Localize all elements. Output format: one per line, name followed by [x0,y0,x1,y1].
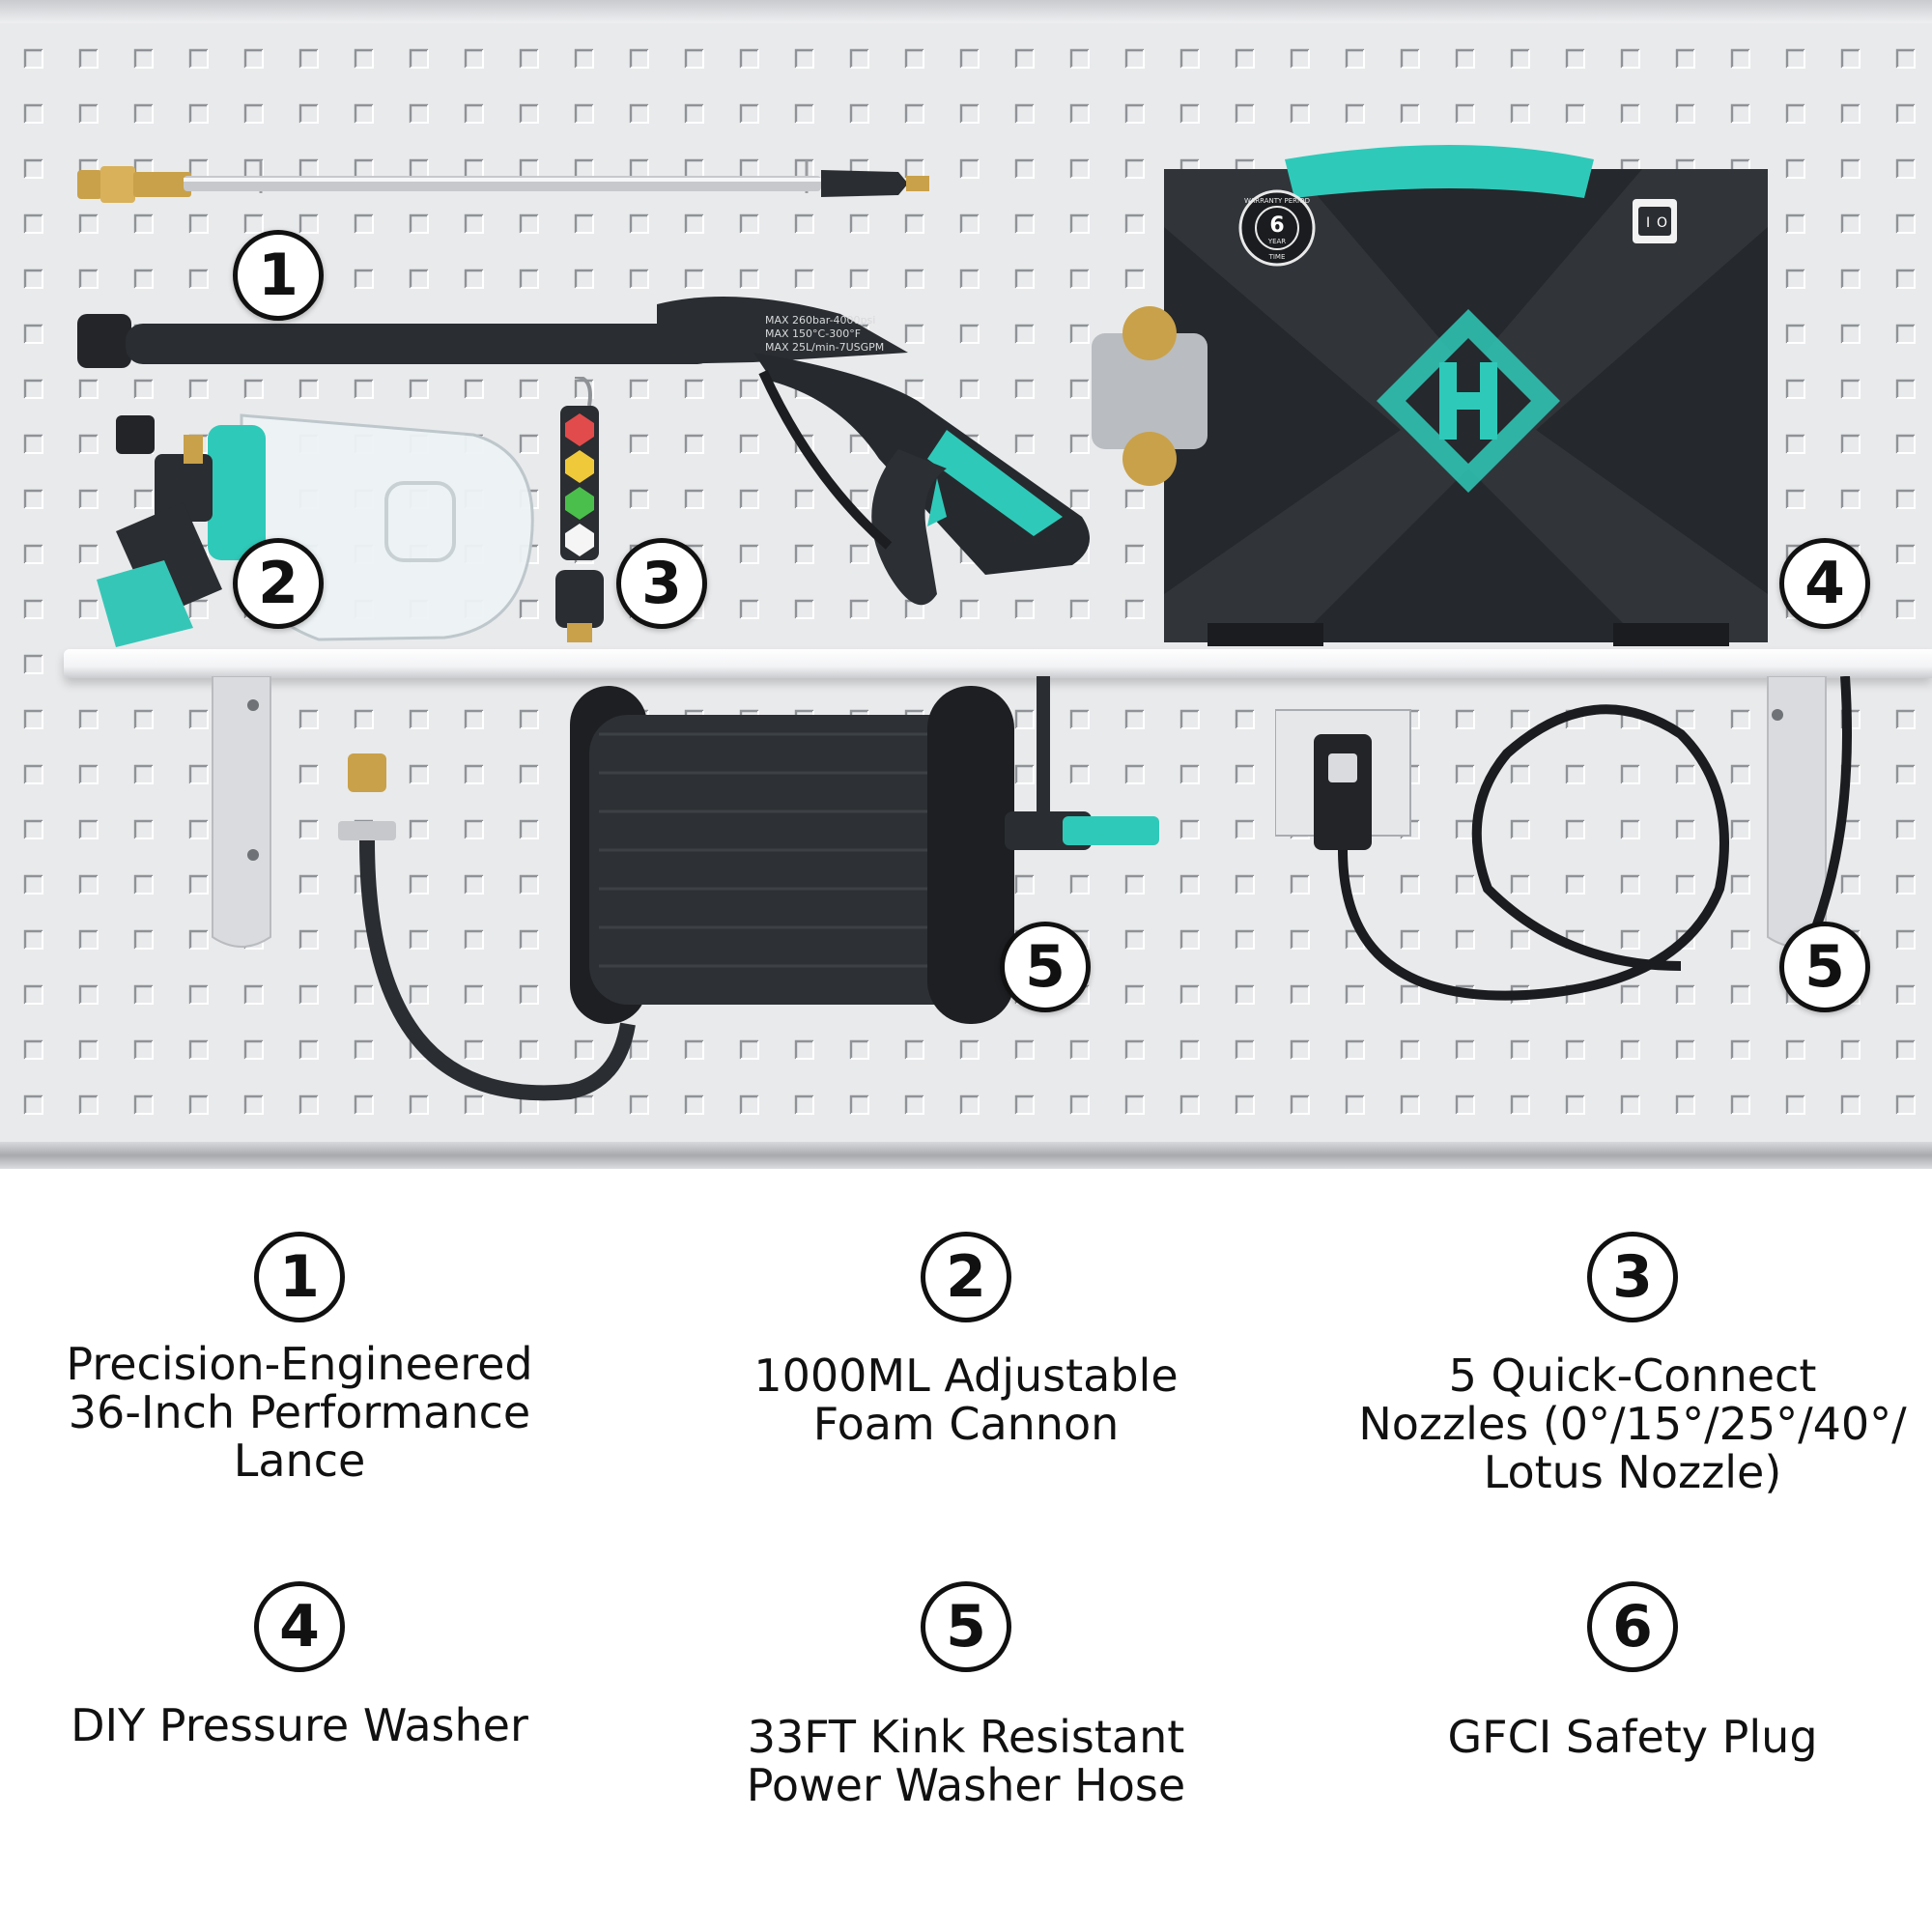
legend-text: DIY Pressure Washer [71,1699,528,1751]
product-photo: MAX 260bar-4000psi MAX 150°C-300°F MAX 2… [0,0,1932,1169]
power-switch: I O [1633,199,1677,243]
shelf [64,649,1932,678]
gun-spec-line: MAX 25L/min-7USGPM [765,341,884,354]
lance-wand [77,160,929,203]
legend-item-gfci-plug: 6 GFCI Safety Plug [1333,1581,1932,1761]
gun-spec-line: MAX 260bar-4000psi [765,314,875,327]
switch-off-label: O [1657,215,1667,231]
legend-item-hose: 5 33FT Kink Resistant Power Washer Hose [667,1581,1265,1809]
legend-number: 5 [921,1581,1011,1672]
spray-gun: MAX 260bar-4000psi MAX 150°C-300°F MAX 2… [77,297,1090,606]
legend-number: 2 [921,1232,1011,1322]
callout-lance: 1 [233,230,324,321]
foam-cannon [97,413,534,647]
badge-number: 6 [1269,213,1284,238]
legend-number: 1 [254,1232,345,1322]
legend-item-nozzles: 3 5 Quick-Connect Nozzles (0°/15°/25°/40… [1333,1232,1932,1496]
badge-middle-text: YEAR [1267,238,1286,245]
feature-legend: 1 Precision-Engineered 36-Inch Performan… [0,1169,1932,1932]
legend-text: 1000ML Adjustable Foam Cannon [753,1350,1179,1450]
legend-number: 4 [254,1581,345,1672]
legend-text: Precision-Engineered 36-Inch Performance… [66,1338,533,1487]
legend-number: 3 [1587,1232,1678,1322]
legend-text: GFCI Safety Plug [1447,1711,1818,1763]
pegboard-frame-top [0,0,1932,23]
badge-top-text: WARRANTY PERIOD [1244,197,1310,205]
hose-reel [338,676,1159,1101]
switch-on-label: I [1646,215,1650,231]
shelf-bracket-left [212,676,271,948]
nozzle-set [555,377,604,642]
legend-item-foam-cannon: 2 1000ML Adjustable Foam Cannon [667,1232,1265,1448]
callout-foam-cannon: 2 [233,538,324,629]
legend-text: 5 Quick-Connect Nozzles (0°/15°/25°/40°/… [1358,1350,1907,1498]
gun-spec-line: MAX 150°C-300°F [765,327,861,340]
legend-text: 33FT Kink Resistant Power Washer Hose [746,1711,1186,1811]
callout-pressure-washer: 4 [1779,538,1870,629]
callout-nozzles: 3 [616,538,707,629]
callout-hose-reel: 5 [1000,922,1091,1012]
gfci-plug [1275,676,1852,1001]
legend-item-pressure-washer: 4 DIY Pressure Washer [0,1581,599,1749]
legend-number: 6 [1587,1581,1678,1672]
legend-item-lance: 1 Precision-Engineered 36-Inch Performan… [0,1232,599,1485]
callout-plug-cord: 5 [1779,922,1870,1012]
badge-bottom-text: TIME [1268,253,1286,261]
pegboard-frame-bottom [0,1142,1932,1169]
pressure-washer-unit [1092,145,1768,646]
warranty-badge-icon: WARRANTY PERIOD 6 YEAR TIME [1238,189,1316,267]
